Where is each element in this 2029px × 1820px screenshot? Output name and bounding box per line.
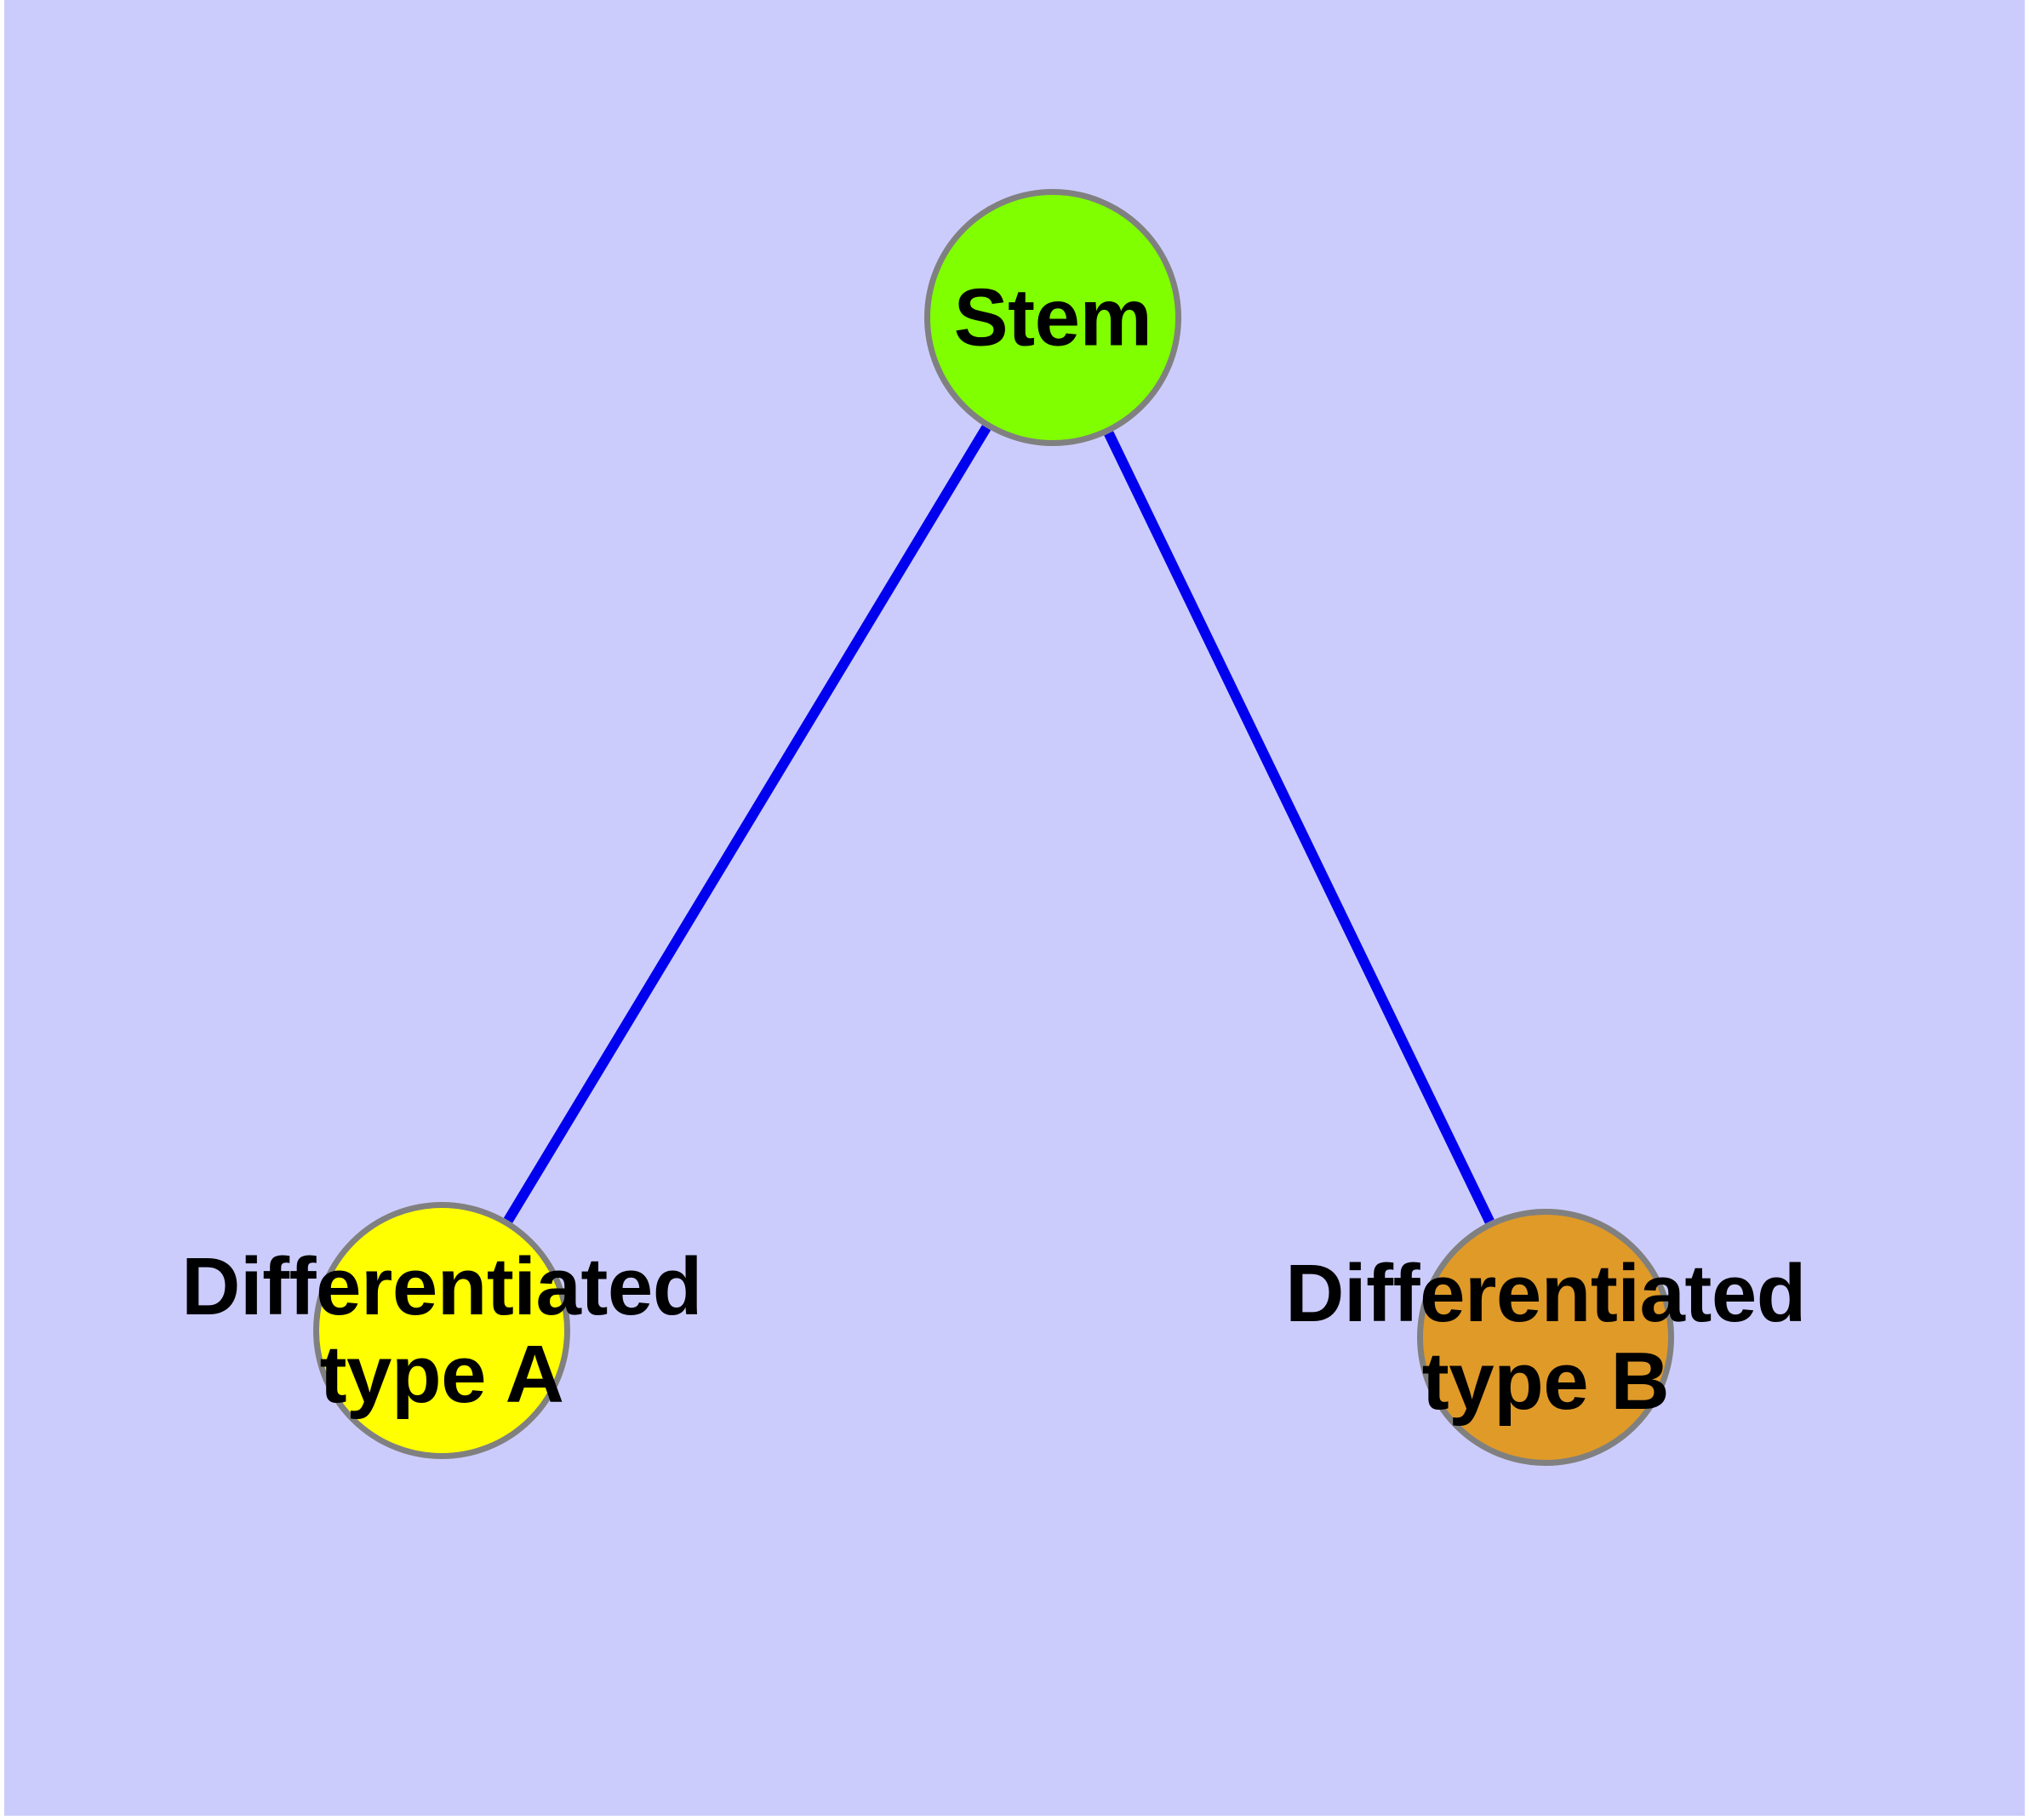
edge-layer bbox=[503, 425, 1495, 1224]
graph-svg bbox=[313, 189, 1674, 1466]
node-differentiated-type-a[interactable] bbox=[313, 1202, 570, 1459]
node-differentiated-type-b[interactable] bbox=[1417, 1209, 1674, 1466]
edge-stem-to-differentiated-type-a[interactable] bbox=[503, 425, 992, 1223]
edge-stem-to-differentiated-type-b[interactable] bbox=[1104, 431, 1495, 1224]
diagram-plot-area: Stem Differentiated type A Differentiate… bbox=[4, 0, 2025, 1816]
node-stem[interactable] bbox=[924, 189, 1181, 446]
node-layer bbox=[313, 189, 1674, 1466]
